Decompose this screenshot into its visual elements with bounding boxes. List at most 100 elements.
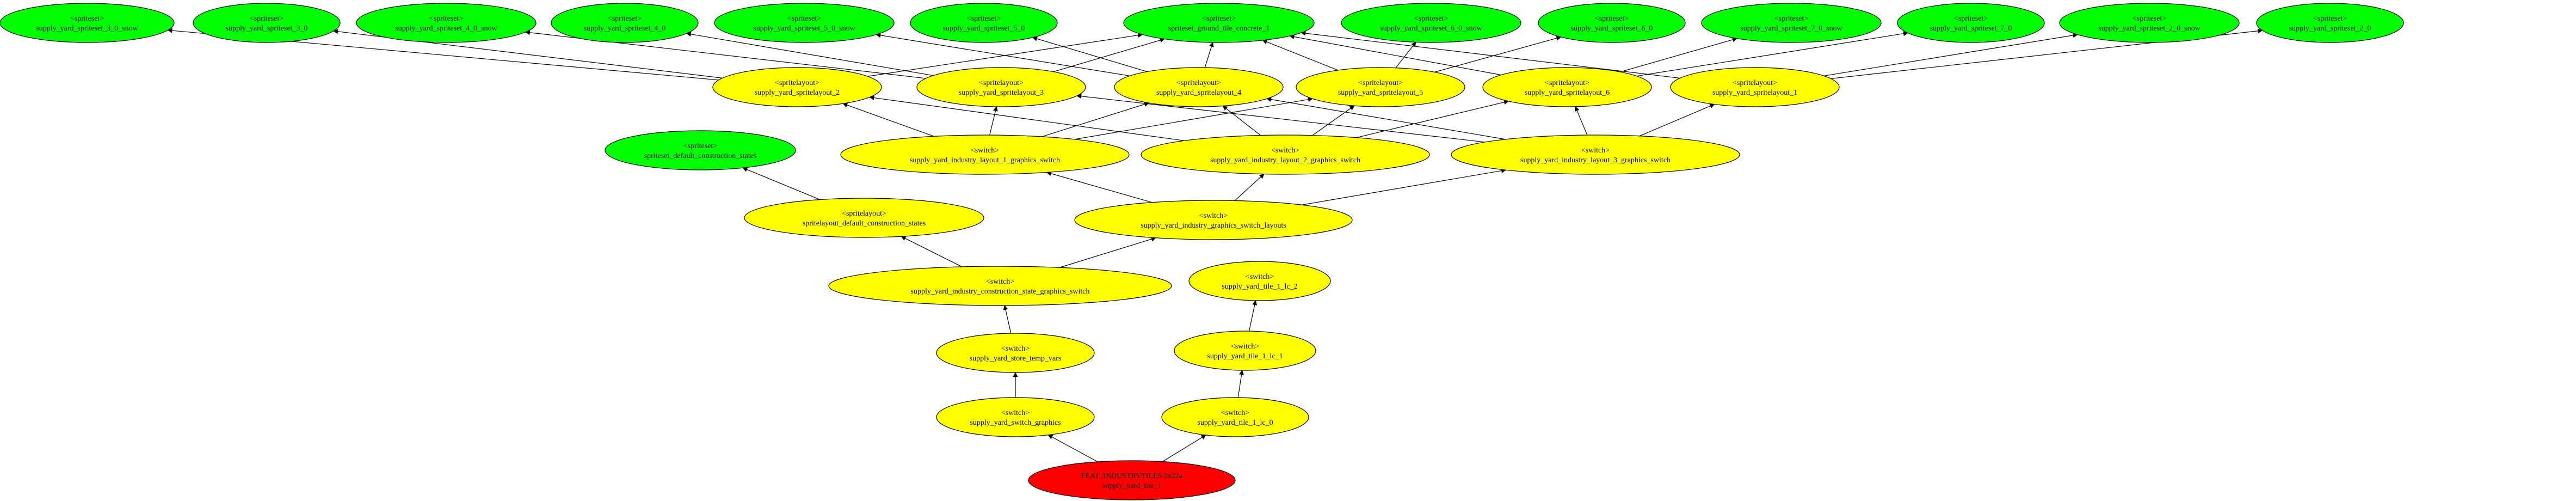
- node-kind: <spritelayout>: [1176, 79, 1221, 87]
- node-name: supply_yard_spritelayout_2: [755, 89, 840, 97]
- edge-n15-to-n4: [876, 33, 1130, 76]
- node-supply-yard-spriteset-6-0[interactable]: <spriteset>supply_yard_spriteset_6_0: [1538, 3, 1686, 43]
- node-supply-yard-spritelayout-1[interactable]: <spritelayout>supply_yard_spritelayout_1: [1670, 67, 1840, 107]
- node-shape: [1341, 3, 1521, 43]
- node-name: spriteset_ground_tile_concrete_1: [1168, 25, 1270, 33]
- edge-n14-to-n6: [1053, 38, 1165, 72]
- node-supply-yard-store-temp-vars[interactable]: <switch>supply_yard_store_temp_vars: [936, 333, 1095, 373]
- node-kind: <spriteset>: [787, 15, 822, 23]
- node-name: supply_yard_spriteset_3_0: [226, 25, 308, 33]
- node-supply-yard-spritelayout-3[interactable]: <spritelayout>supply_yard_spritelayout_3: [916, 67, 1086, 107]
- edge-n28-to-n26: [1003, 305, 1012, 334]
- node-supply-yard-spriteset-6-0-snow[interactable]: <spriteset>supply_yard_spriteset_6_0_sno…: [1341, 3, 1521, 43]
- node-supply-yard-industry-construction-state-graphics-switch[interactable]: <switch> supply_yard_industry_constructio…: [828, 266, 1172, 306]
- node-kind: <spriteset>: [683, 142, 718, 150]
- node-kind: <spriteset>: [2133, 15, 2167, 23]
- node-shape: [1188, 261, 1331, 301]
- node-spriteset-ground-tile-concrete-1[interactable]: <spriteset>spriteset_ground_tile_concret…: [1123, 3, 1315, 43]
- node-shape: [356, 3, 537, 43]
- node-name: supply_yard_tile_1: [1102, 482, 1161, 490]
- node-shape: [551, 3, 699, 43]
- node-supply-yard-spriteset-2-0-snow[interactable]: <spriteset>supply_yard_spriteset_2_0_sno…: [2059, 3, 2240, 43]
- node-shape: [1670, 67, 1840, 107]
- node-name: supply_yard_tile_1_lc_2: [1222, 283, 1297, 291]
- node-supply-yard-spritelayout-4[interactable]: <spritelayout>supply_yard_spritelayout_4: [1114, 67, 1284, 107]
- edge-n24-to-n21: [1234, 173, 1265, 201]
- node-supply-yard-industry-graphics-switch-layouts[interactable]: <switch>supply_yard_industry_graphics_sw…: [1074, 200, 1353, 240]
- node-supply-yard-spritelayout-2[interactable]: <spritelayout>supply_yard_spritelayout_2: [712, 67, 882, 107]
- node-name: supply_yard_spritelayout_5: [1338, 89, 1423, 97]
- node-name: supply_yard_industry_layout_1_graphics_s…: [910, 156, 1060, 164]
- node-name: supply_yard_spriteset_6_0: [1571, 25, 1653, 33]
- edge-n21-to-n13: [869, 95, 1185, 141]
- edge-n16-to-n7: [1395, 41, 1416, 68]
- edge-n16-to-n8: [1434, 35, 1562, 72]
- node-shape: [2059, 3, 2240, 43]
- edge-n21-to-n17: [1356, 100, 1509, 138]
- node-kind: <spriteset>: [250, 15, 284, 23]
- edge-n15-to-n6: [1204, 42, 1214, 68]
- node-supply-yard-spriteset-4-0-snow[interactable]: <spriteset>supply_yard_spriteset_4_0_sno…: [356, 3, 537, 43]
- node-kind: <switch>: [1199, 212, 1228, 220]
- node-kind: <switch>: [986, 278, 1014, 286]
- node-spritelayout-default-construction-states[interactable]: <spritelayout>spritelayout_default_const…: [744, 198, 984, 238]
- edge-n31-to-n30: [1047, 435, 1098, 462]
- node-shape: [0, 3, 175, 43]
- node-supply-yard-spriteset-4-0[interactable]: <spriteset> supply_yard_spriteset_4_0: [551, 3, 699, 43]
- node-kind: <spriteset>: [70, 15, 104, 23]
- node-name: spriteset_default_construction_states: [644, 152, 757, 160]
- edge-n22-to-n17: [1575, 106, 1588, 136]
- edge-n21-to-n15: [1222, 105, 1261, 136]
- edge-n18-to-n6: [1301, 30, 1680, 79]
- nodes-layer: <spriteset>supply_yard_spriteset_3_0_sno…: [0, 3, 2404, 500]
- node-name: supply_yard_industry_layout_2_graphics_s…: [1210, 156, 1360, 164]
- node-supply-yard-spriteset-5-0[interactable]: <spriteset>supply_yard_spriteset_5_0: [910, 3, 1058, 43]
- node-kind: <switch>: [1271, 146, 1299, 155]
- node-name: supply_yard_spritelayout_1: [1712, 89, 1797, 97]
- node-supply-yard-spriteset-3-0-snow[interactable]: <spriteset>supply_yard_spriteset_3_0_sno…: [0, 3, 175, 43]
- node-kind: <spriteset>: [1774, 15, 1809, 23]
- node-supply-yard-tile-1-lc-0[interactable]: <switch>supply_yard_tile_1_lc_0: [1161, 397, 1309, 437]
- edge-n21-to-n16: [1312, 105, 1355, 136]
- node-shape: [910, 3, 1058, 43]
- edge-n26-to-n23: [901, 236, 963, 267]
- node-kind: <spritelayout>: [842, 210, 886, 218]
- node-supply-yard-industry-layout-3-graphics-switch[interactable]: <switch>supply_yard_industry_layout_3_gr…: [1451, 135, 1740, 175]
- node-supply-yard-tile-1-lc-1[interactable]: <switch>supply_yard_tile_1_lc_1: [1174, 331, 1316, 371]
- node-shape: [1028, 460, 1236, 500]
- node-name: supply_yard_spritelayout_3: [959, 89, 1044, 97]
- edge-n17-to-n9: [1620, 37, 1737, 72]
- node-shape: [828, 266, 1172, 306]
- node-supply-yard-tile-1-lc-2[interactable]: <switch>supply_yard_tile_1_lc_2: [1188, 261, 1331, 301]
- node-name: supply_yard_spriteset_7_0_snow: [1740, 25, 1842, 33]
- node-supply-yard-spritelayout-6[interactable]: <spritelayout>supply_yard_spritelayout_6: [1482, 67, 1652, 107]
- node-name: supply_yard_spriteset_2_0: [2289, 25, 2371, 33]
- node-supply-yard-spriteset-5-0-snow[interactable]: <spriteset> supply_yard_spriteset_5_0_sno…: [714, 3, 895, 43]
- node-kind: <spriteset>: [608, 15, 642, 23]
- edge-n27-to-n25: [1248, 300, 1258, 332]
- node-supply-yard-spritelayout-5[interactable]: <spritelayout>supply_yard_spritelayout_5: [1296, 67, 1465, 107]
- node-name: supply_yard_industry_construction_state_…: [911, 288, 1090, 296]
- node-supply-yard-industry-layout-2-graphics-switch[interactable]: <switch>supply_yard_industry_layout_2_gr…: [1141, 135, 1430, 175]
- node-supply-yard-spriteset-3-0[interactable]: <spriteset> supply_yard_spriteset_3_0: [193, 3, 341, 43]
- node-name: supply_yard_spriteset_5_0_snow: [753, 25, 855, 33]
- node-name: supply_yard_tile_1_lc_1: [1207, 352, 1283, 361]
- edge-n22-to-n18: [1639, 103, 1715, 137]
- node-supply-yard-spriteset-7-0[interactable]: <spriteset>supply_yard_spriteset_7_0: [1897, 3, 2045, 43]
- node-supply-yard-tile-1[interactable]: FEAT_INDUSTRYTILES 0x22asupply_yard_tile…: [1028, 460, 1236, 500]
- node-supply-yard-switch-graphics[interactable]: <switch>supply_yard_switch_graphics: [936, 397, 1095, 437]
- node-name: supply_yard_tile_1_lc_0: [1197, 419, 1273, 427]
- node-supply-yard-spriteset-2-0[interactable]: <spriteset>supply_yard_spriteset_2_0: [2256, 3, 2404, 43]
- node-shape: [714, 3, 895, 43]
- node-supply-yard-spriteset-7-0-snow[interactable]: <spriteset> supply_yard_spriteset_7_0_sno…: [1701, 3, 1882, 43]
- node-supply-yard-industry-layout-1-graphics-switch[interactable]: <switch>supply_yard_industry_layout_1_gr…: [840, 135, 1130, 175]
- node-shape: [712, 67, 882, 107]
- node-shape: [1161, 397, 1309, 437]
- node-shape: [1296, 67, 1465, 107]
- node-name: supply_yard_spriteset_6_0_snow: [1380, 25, 1482, 33]
- node-spriteset-default-construction-states[interactable]: <spriteset> spriteset_default_constructio…: [605, 130, 796, 170]
- node-name: supply_yard_spriteset_4_0: [584, 25, 666, 33]
- node-shape: [916, 67, 1086, 107]
- node-shape: [936, 397, 1095, 437]
